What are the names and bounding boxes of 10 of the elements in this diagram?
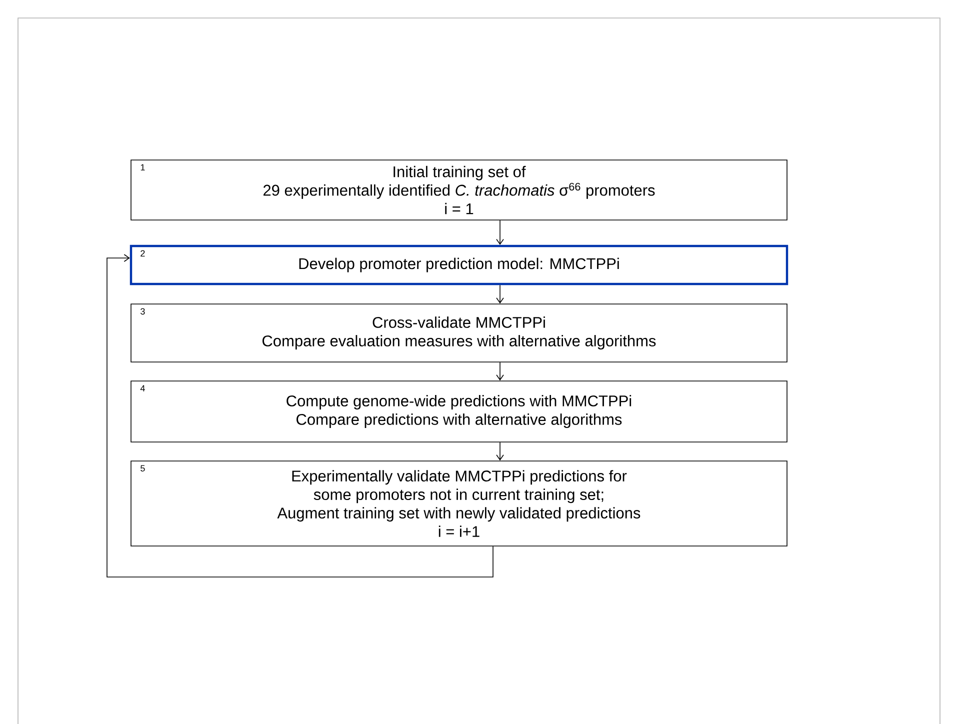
- arrow: [496, 284, 504, 304]
- arrow: [496, 442, 504, 461]
- step-box: Initial training set of 29 experimentally identified C. trachomatis σ$^{66}$ promoters i = 1 1: [130, 160, 788, 220]
- arrow: [496, 220, 504, 245]
- arrow: [496, 362, 504, 381]
- arrow: [106, 254, 494, 578]
- step-box: Cross-validate MMCTPPi Compare evaluation measures with alternative algorithms 3: [130, 304, 788, 362]
- step-box: Compute genome-wide predictions with MMCTPPi Compare predictions with alternative algorithms 4: [130, 380, 788, 442]
- step-box: Experimentally validate MMCTPPi predictions for some promoters not in current training set; Augment training set with newly validated predictions i = i+1 5: [130, 460, 788, 546]
- step-box: Develop promoter prediction model: MMCTPPi 2: [130, 244, 788, 286]
